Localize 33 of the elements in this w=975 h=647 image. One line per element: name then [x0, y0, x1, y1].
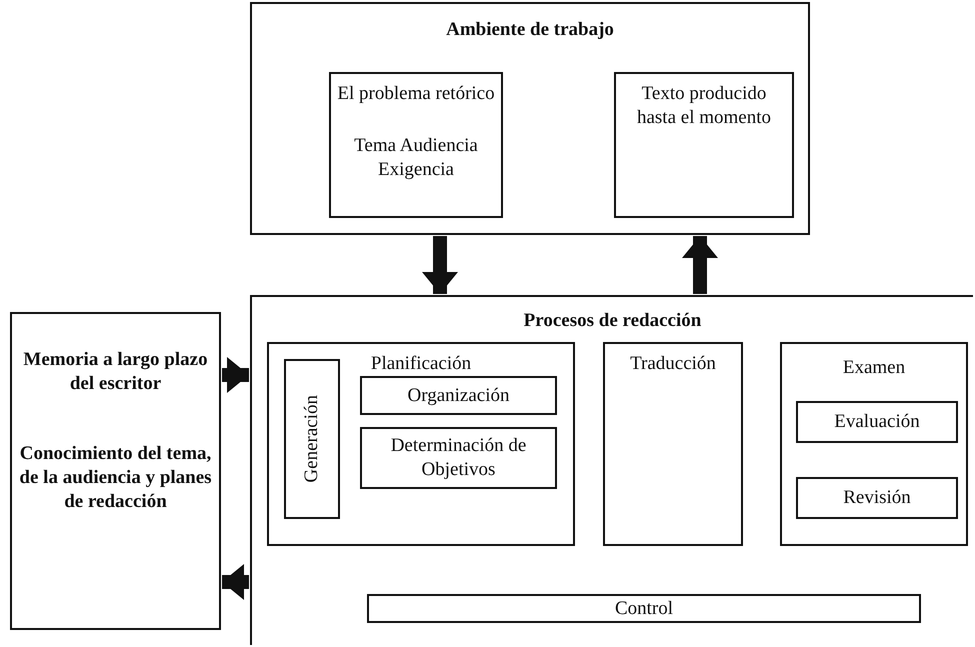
- node-title: Planificación: [370, 352, 472, 376]
- container-box: [10, 312, 221, 630]
- node-title: Determinación de Objetivos: [390, 434, 528, 482]
- node-title: Texto producido hasta el momento: [636, 82, 772, 130]
- arrow: [422, 236, 458, 294]
- node-text: Tema Audiencia Exigencia: [353, 134, 479, 182]
- process-box: [360, 427, 557, 489]
- process-box: [367, 594, 921, 623]
- process-box: [780, 342, 968, 546]
- node-title: Ambiente de trabajo: [446, 18, 614, 42]
- process-box: [603, 342, 743, 546]
- process-box: [796, 401, 958, 443]
- container-box: [250, 2, 810, 235]
- node-title: Memoria a largo plazo del escritor: [22, 348, 209, 396]
- node-title: El problema retórico: [337, 82, 495, 106]
- arrow: [682, 236, 718, 294]
- node-title: Generación: [300, 395, 323, 483]
- process-box: [614, 72, 794, 218]
- node-title: Examen: [842, 356, 906, 380]
- process-box: [796, 477, 958, 519]
- node-title: Evaluación: [834, 410, 920, 434]
- node-title: Control: [614, 596, 674, 620]
- node-title: Procesos de redacción: [524, 309, 702, 333]
- node-text: Conocimiento del tema, de la audiencia y planes de redacción: [18, 442, 213, 514]
- process-box: [284, 359, 340, 519]
- node-title: Traducción: [630, 352, 716, 376]
- process-box: [267, 342, 575, 546]
- node-title: Revisión: [843, 486, 911, 510]
- process-box: [329, 72, 503, 218]
- node-title: Organización: [408, 384, 510, 408]
- arrow: [222, 357, 249, 393]
- process-box: [360, 376, 557, 415]
- arrow: [222, 564, 249, 600]
